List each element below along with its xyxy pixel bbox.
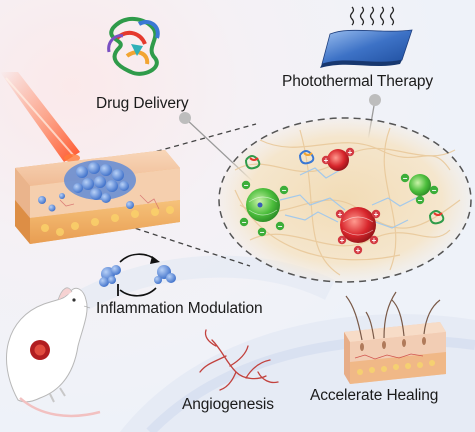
blood-vessel-icon bbox=[199, 329, 279, 391]
charge-negative-label: − bbox=[244, 181, 249, 190]
photothermal-therapy-label: Photothermal Therapy bbox=[282, 73, 434, 90]
healed-skin-icon bbox=[344, 291, 446, 384]
charge-positive-label: + bbox=[324, 156, 329, 165]
green-nanoparticle bbox=[246, 188, 280, 222]
charge-positive-label: + bbox=[348, 148, 353, 157]
green-nanoparticle-right bbox=[409, 174, 431, 196]
protein-ribbon-icon bbox=[107, 17, 160, 76]
charge-positive-label: + bbox=[372, 236, 377, 245]
charge-positive-label: + bbox=[340, 236, 345, 245]
red-nanoparticle-top bbox=[327, 149, 349, 171]
skin-wound-block-icon bbox=[15, 150, 180, 244]
connector-dot-ptt bbox=[369, 94, 381, 106]
negative-charges bbox=[239, 173, 439, 237]
charge-negative-label: − bbox=[282, 186, 287, 195]
charge-negative-label: − bbox=[432, 186, 437, 195]
small-protein-icon bbox=[245, 150, 445, 225]
charge-negative-label: − bbox=[260, 228, 265, 237]
accelerate-healing-label: Accelerate Healing bbox=[310, 387, 439, 404]
positive-charges bbox=[321, 147, 381, 255]
angiogenesis-label: Angiogenesis bbox=[182, 396, 274, 413]
charge-positive-label: + bbox=[356, 246, 361, 255]
connector-dot-drug bbox=[179, 112, 191, 124]
red-nanoparticle bbox=[340, 207, 376, 243]
charge-positive-label: + bbox=[338, 210, 343, 219]
laser-beam-icon bbox=[0, 72, 80, 162]
charge-negative-label: − bbox=[418, 196, 423, 205]
charge-negative-label: − bbox=[278, 222, 283, 231]
drug-delivery-label: Drug Delivery bbox=[96, 95, 189, 112]
charge-negative-label: − bbox=[403, 174, 408, 183]
macrophage-cycle-icon bbox=[99, 253, 176, 297]
charge-negative-label: − bbox=[242, 218, 247, 227]
rat-with-wound-icon bbox=[6, 287, 101, 418]
charge-arcs bbox=[279, 167, 421, 229]
heated-film-icon bbox=[320, 6, 413, 68]
inflammation-modulation-label: Inflammation Modulation bbox=[96, 300, 263, 317]
charge-positive-label: + bbox=[374, 210, 379, 219]
